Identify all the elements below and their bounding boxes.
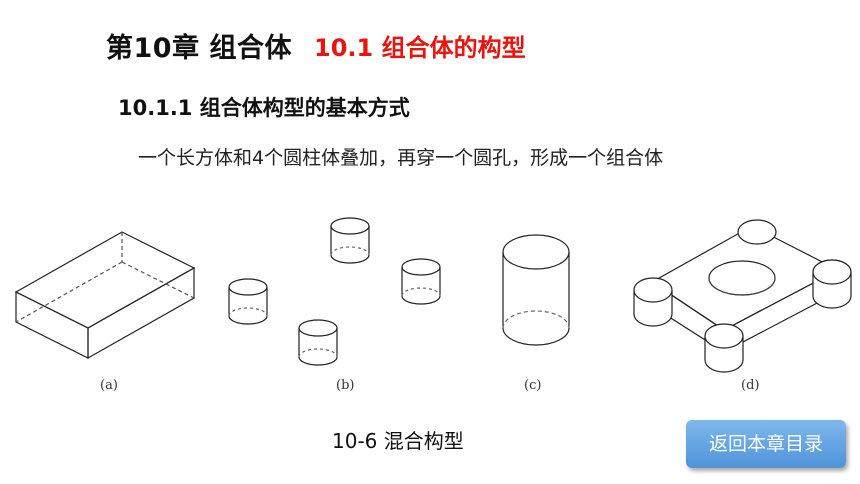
cylinder-small-2 [401, 258, 441, 305]
figure-label-a: (a) [100, 378, 118, 393]
box-drawing [14, 231, 196, 360]
subsection-title: 10.1.1 组合体构型的基本方式 [118, 96, 410, 120]
cylinder-small-3 [228, 278, 268, 325]
composite-body-drawing [633, 219, 852, 373]
description-text: 一个长方体和4个圆柱体叠加，再穿一个圆孔，形成一个组合体 [138, 147, 664, 169]
composite-body-figure [14, 217, 852, 373]
cylinder-small-4 [298, 319, 338, 366]
cylinder-small-1 [330, 217, 370, 264]
back-to-chapter-contents-button[interactable]: 返回本章目录 [686, 420, 846, 468]
figure-label-c: (c) [524, 378, 542, 393]
chapter-title: 第10章 组合体 [106, 33, 292, 64]
figure-caption: 10-6 混合构型 [332, 429, 464, 453]
section-title: 10.1 组合体的构型 [314, 34, 526, 62]
cylinder-large [502, 234, 570, 346]
figure-label-b: (b) [336, 378, 355, 393]
figure-label-d: (d) [741, 378, 760, 393]
